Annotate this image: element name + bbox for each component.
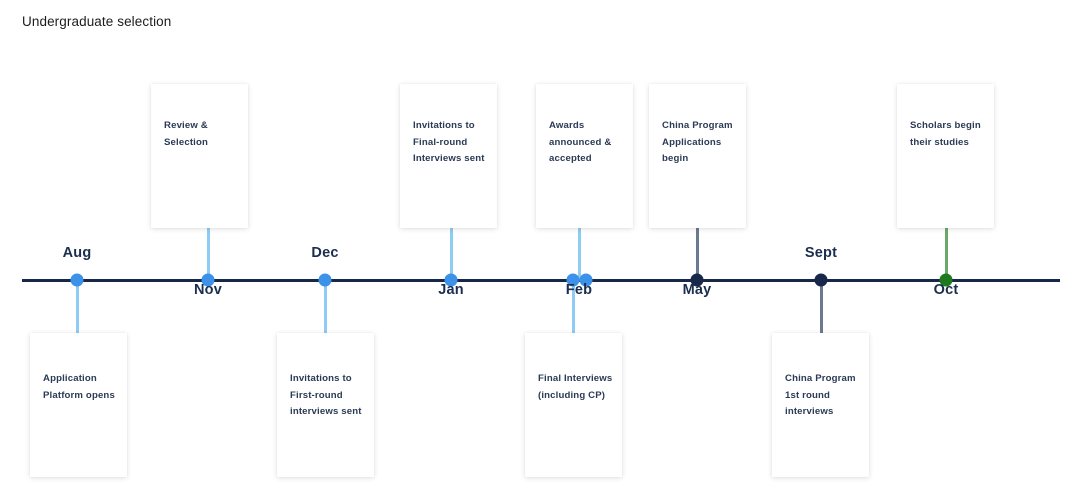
timeline-axis [22,278,1060,282]
month-label-dec: Dec [311,245,339,261]
card-label-first-round-invites: Invitations to First-round interviews se… [290,373,362,417]
milestone-dot-sept[interactable] [814,273,828,287]
month-label-oct: Oct [933,282,959,298]
page-title: Undergraduate selection [22,14,172,29]
card-label-china-program-apps: China Program Applications begin [662,120,733,164]
milestone-dot-may[interactable] [690,273,704,287]
card-label-china-program-round1: China Program 1st round interviews [785,373,856,417]
card-final-round-invites[interactable]: Invitations to Final-round Interviews se… [400,84,497,228]
card-label-final-interviews: Final Interviews (including CP) [538,373,613,401]
connector-nov-up [206,228,210,280]
card-scholars-begin[interactable]: Scholars begin their studies [897,84,994,228]
card-final-interviews[interactable]: Final Interviews (including CP) [525,333,622,477]
month-label-feb: Feb [565,282,593,298]
connector-oct-up [944,228,948,280]
card-china-program-apps[interactable]: China Program Applications begin [649,84,746,228]
card-label-review-selection: Review & Selection [164,120,209,148]
connector-feb-down [572,280,575,333]
connector-may-up [695,228,699,280]
card-application-platform[interactable]: Application Platform opens [30,333,127,477]
card-first-round-invites[interactable]: Invitations to First-round interviews se… [277,333,374,477]
card-awards-announced[interactable]: Awards announced & accepted [536,84,633,228]
month-label-aug: Aug [62,245,92,261]
month-label-sept: Sept [804,245,838,261]
connector-jan-up [449,228,453,280]
card-label-final-round-invites: Invitations to Final-round Interviews se… [413,120,485,164]
milestone-dot-oct[interactable] [939,273,953,287]
month-label-jan: Jan [438,282,464,298]
card-china-program-round1[interactable]: China Program 1st round interviews [772,333,869,477]
connector-aug-down [75,280,79,333]
milestone-dot-feb-1[interactable] [566,273,580,287]
connector-feb-up [577,228,581,280]
milestone-dot-feb-2[interactable] [579,273,593,287]
milestone-dot-nov[interactable] [201,273,215,287]
milestone-dot-dec[interactable] [318,273,332,287]
milestone-dot-jan[interactable] [444,273,458,287]
card-review-selection[interactable]: Review & Selection [151,84,248,228]
connector-dec-down [323,280,327,333]
card-label-awards-announced: Awards announced & accepted [549,120,612,164]
card-label-scholars-begin: Scholars begin their studies [910,120,981,148]
milestone-dot-aug[interactable] [70,273,84,287]
card-label-application-platform: Application Platform opens [43,373,115,401]
connector-sept-down [819,280,823,333]
month-label-may: May [682,282,712,298]
month-label-nov: Nov [194,282,222,298]
